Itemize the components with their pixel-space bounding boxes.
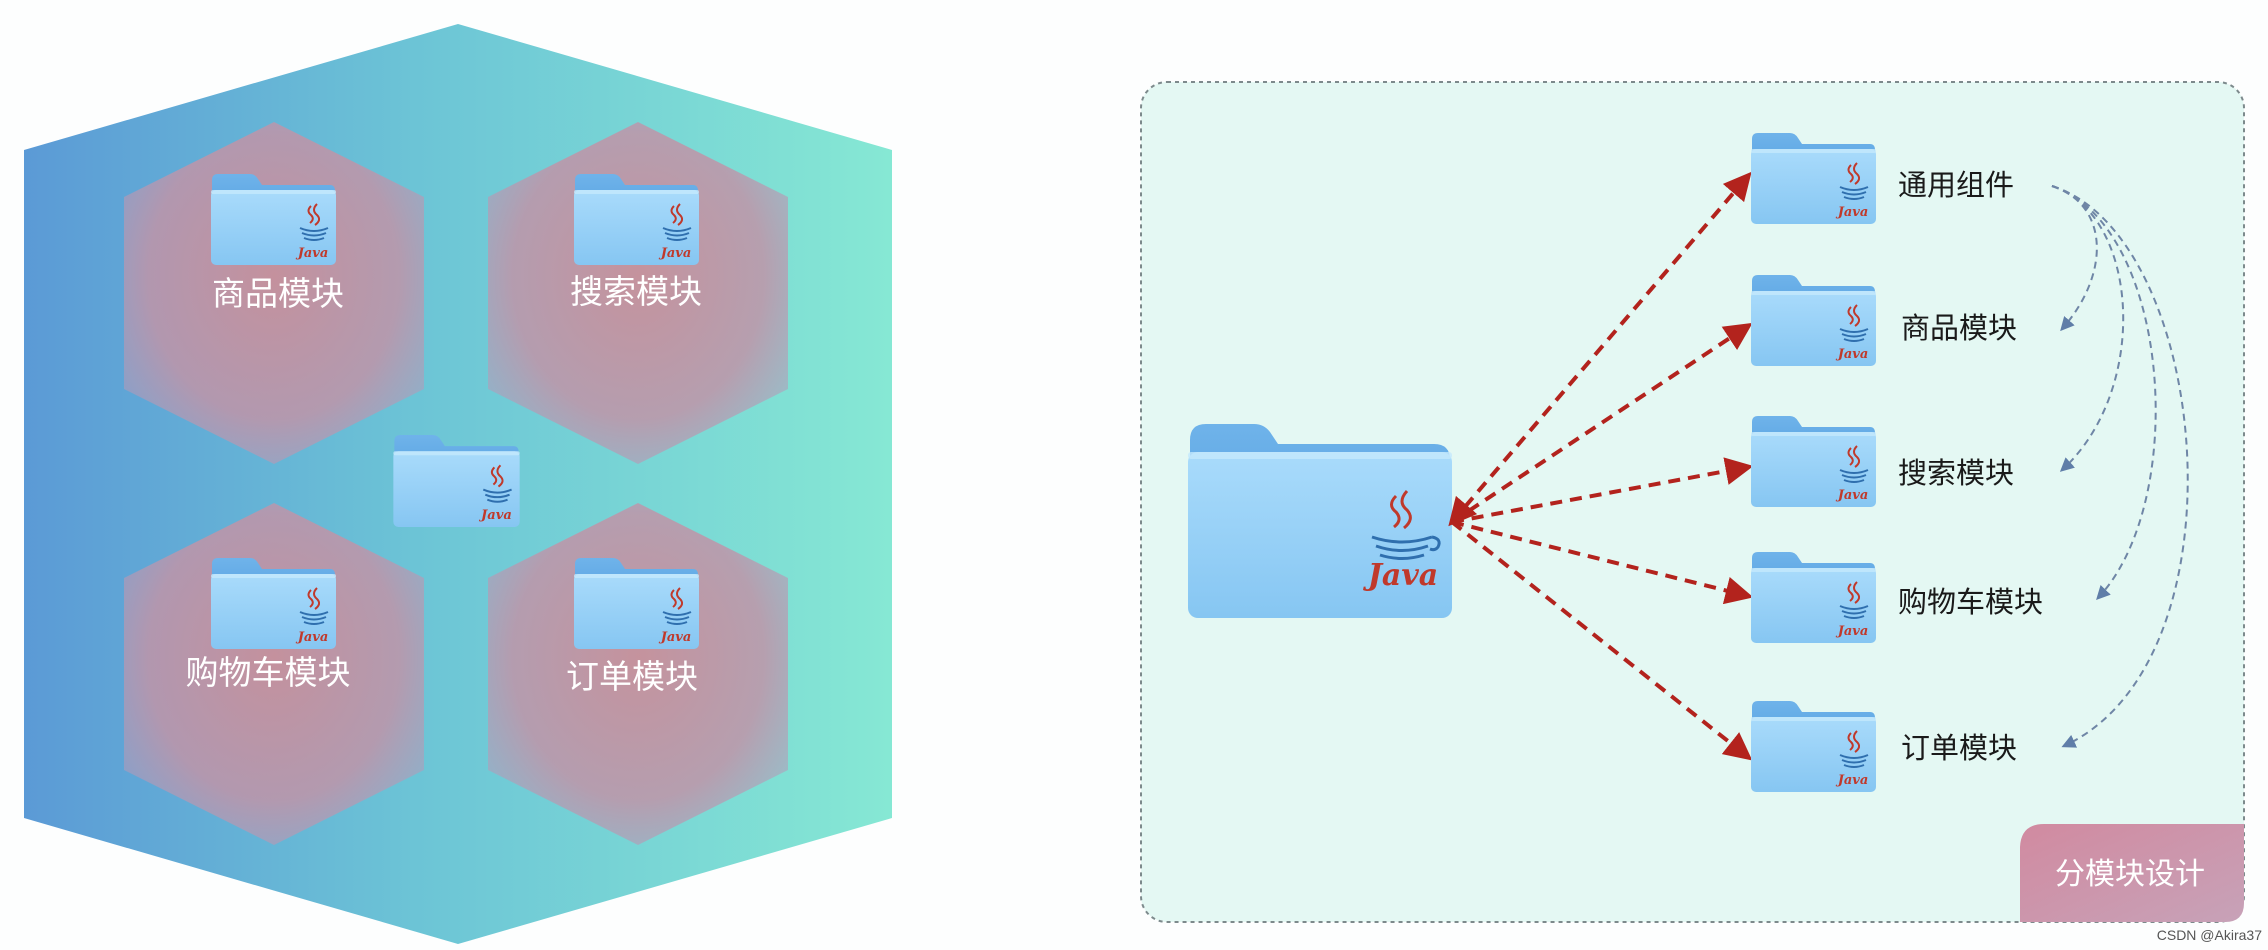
curved-dependency-arrow <box>2051 185 2157 601</box>
dependency-arrow <box>1450 520 1753 761</box>
inner-hexagon <box>124 122 424 464</box>
modular-diagram: Java 通用组件 商品模块 搜索模块 购物车模块 订单模块 <box>1140 81 2245 923</box>
hex-module-label: 商品模块 <box>212 274 344 313</box>
curved-dependency-arrow <box>2051 185 2189 748</box>
java-folder-icon <box>573 173 700 266</box>
dependency-arrows <box>1448 171 1754 761</box>
module-label: 购物车模块 <box>1898 585 2043 619</box>
hex-module-label: 购物车模块 <box>186 653 351 692</box>
module-java-folder-icon <box>1750 551 1877 644</box>
dependency-arrow <box>1448 171 1752 527</box>
curved-dependency-arrow <box>2051 185 2098 332</box>
module-label: 搜索模块 <box>1898 456 2014 490</box>
curved-dependency-arrow <box>2051 185 2125 472</box>
inner-hexagon <box>488 122 788 464</box>
java-folder-icon <box>573 557 700 650</box>
monolith-diagram: 商品模块 搜索模块 购物车模块 订单模块 <box>24 24 892 944</box>
module-java-folder-icon <box>1750 132 1877 225</box>
watermark-text: CSDN @Akira37 <box>2157 927 2262 943</box>
java-folder-icon <box>210 557 337 650</box>
module-label: 商品模块 <box>1901 311 2017 345</box>
java-folder-icon <box>210 173 337 266</box>
dependency-arrow <box>1451 457 1754 524</box>
hex-module-label: 订单模块 <box>566 657 698 696</box>
inner-hexagon <box>124 503 424 845</box>
badge-label: 分模块设计 <box>2055 857 2205 892</box>
hex-module-label: 搜索模块 <box>570 272 702 311</box>
module-java-folder-icon <box>1750 415 1877 508</box>
inner-hexagon <box>488 503 788 845</box>
root-java-folder-icon: Java <box>1188 424 1452 618</box>
module-java-folder-icon <box>1750 700 1877 793</box>
center-java-folder-icon <box>392 434 521 528</box>
modular-design-badge: 分模块设计 <box>2020 824 2244 922</box>
root-java-label: Java <box>1363 558 1439 593</box>
module-label: 通用组件 <box>1898 168 2014 202</box>
common-component-arrows <box>2051 185 2189 748</box>
module-java-folder-icon <box>1750 274 1877 367</box>
dependency-arrow <box>1451 520 1754 605</box>
module-label: 订单模块 <box>1901 731 2017 765</box>
